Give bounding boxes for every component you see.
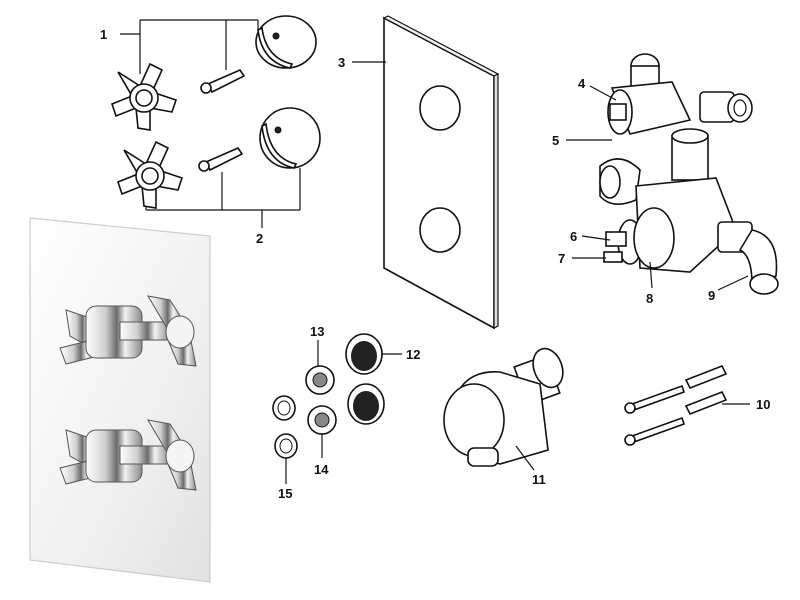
label-2: 2 — [256, 231, 263, 246]
assembled-shower-valve — [29, 217, 211, 583]
leader-11 — [515, 445, 535, 471]
label-6: 6 — [570, 229, 577, 244]
filter-leaders — [285, 340, 402, 484]
bottom-control — [59, 419, 197, 491]
backplate-panel — [382, 15, 500, 330]
wall-outlet — [443, 347, 564, 467]
label-7: 7 — [558, 251, 565, 266]
part-number-labels: 1 2 3 4 5 6 7 8 9 10 11 12 13 14 15 — [100, 27, 770, 501]
handle-group-top — [111, 15, 317, 131]
leader-2 — [145, 168, 301, 228]
label-12: 12 — [406, 347, 420, 362]
label-1: 1 — [100, 27, 107, 42]
label-4: 4 — [578, 76, 586, 91]
handle-group-bottom — [117, 107, 321, 209]
filters-and-seals — [272, 333, 385, 459]
label-10: 10 — [756, 397, 770, 412]
label-9: 9 — [708, 288, 715, 303]
label-15: 15 — [278, 486, 292, 501]
valve-leaders — [566, 85, 749, 291]
label-8: 8 — [646, 291, 653, 306]
valve-body — [599, 53, 779, 295]
label-3: 3 — [338, 55, 345, 70]
label-5: 5 — [552, 133, 559, 148]
label-14: 14 — [314, 462, 329, 477]
screws-and-wall-plugs — [624, 364, 728, 446]
label-13: 13 — [310, 324, 324, 339]
top-control — [59, 295, 197, 367]
leader-1 — [120, 19, 259, 74]
label-11: 11 — [532, 472, 546, 487]
